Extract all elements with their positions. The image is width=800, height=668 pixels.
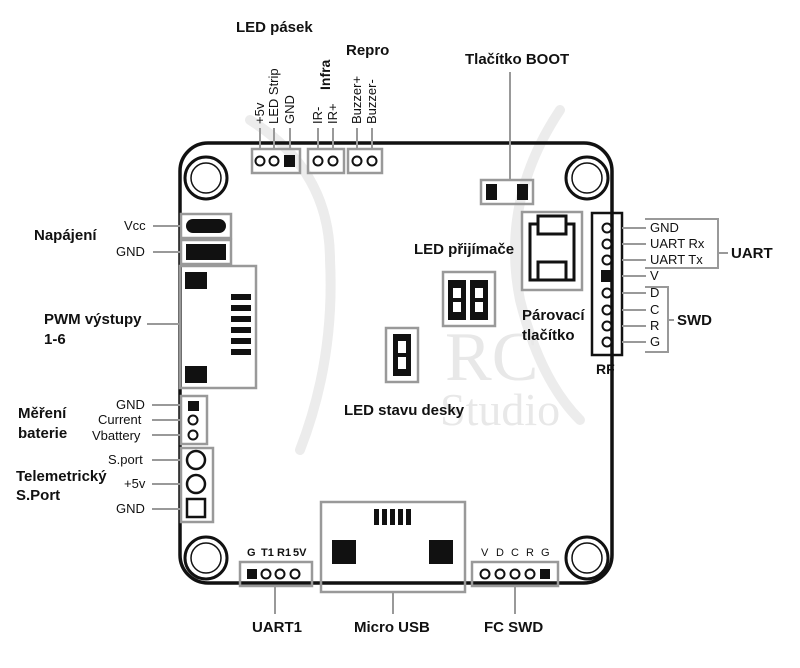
group-pairing-line1: Párovací — [522, 307, 585, 324]
battery-header: GND Current Vbattery Měření baterie — [18, 394, 209, 446]
pin-label-vcc: Vcc — [124, 218, 146, 233]
group-power: Napájení — [34, 227, 97, 244]
group-infra: Infra — [317, 59, 333, 90]
pin-label-gnd-top: GND — [282, 95, 297, 124]
group-pwm-line1: PWM výstupy — [44, 311, 142, 328]
pairing-button: Párovací tlačítko — [520, 210, 585, 344]
pin-label-buzzer-plus: Buzzer+ — [349, 76, 364, 124]
micro-usb: Micro USB — [319, 500, 467, 636]
group-battery-line2: baterie — [18, 425, 67, 442]
mounting-hole-bottom-right — [564, 535, 610, 581]
mounting-hole-top-left — [183, 155, 229, 201]
watermark-text: Studio — [440, 384, 560, 435]
sport-pads: S.port +5v GND Telemetrický S.Port — [16, 446, 215, 524]
pin-label-current: Current — [98, 412, 142, 427]
group-led-status: LED stavu desky — [344, 402, 465, 419]
pin-label-ir-minus: IR- — [310, 107, 325, 124]
power-pads: Vcc GND Napájení — [34, 212, 233, 266]
group-micro-usb: Micro USB — [354, 619, 430, 636]
pin-label-gnd-sport: GND — [116, 501, 145, 516]
uart1-header: G T1 R1 5V UART1 — [238, 547, 314, 636]
group-telemetry-line2: S.Port — [16, 487, 60, 504]
pin-label-rf-gnd: GND — [650, 220, 679, 235]
mounting-hole-bottom-left — [183, 535, 229, 581]
pin-label-fc-r: R — [526, 547, 534, 559]
pin-label-fc-v: V — [481, 547, 489, 559]
group-uart: UART — [731, 245, 773, 262]
pin-label-rf-d: D — [650, 285, 659, 300]
pin-label-ir-plus: IR+ — [325, 103, 340, 124]
group-led-strip: LED pásek — [236, 19, 313, 36]
pin-label-fc-g: G — [541, 547, 550, 559]
group-led-receiver: LED přijímače — [414, 241, 514, 258]
pin-label-uart1-5v: 5V — [293, 547, 307, 559]
group-pairing-line2: tlačítko — [522, 327, 575, 344]
group-swd: SWD — [677, 312, 712, 329]
pin-label-uart1-t1: T1 — [261, 547, 274, 559]
pin-label-rf-v: V — [650, 268, 659, 283]
top-header-ir: IR- IR+ Infra — [306, 59, 346, 175]
led-status: LED stavu desky — [344, 326, 465, 419]
pin-label-5v-sport: +5v — [124, 476, 146, 491]
pin-label-fc-d: D — [496, 547, 504, 559]
group-battery-line1: Měření — [18, 405, 67, 422]
group-boot: Tlačítko BOOT — [465, 51, 569, 68]
pin-label-buzzer-minus: Buzzer- — [364, 79, 379, 124]
pin-label-rf-r: R — [650, 318, 659, 333]
mounting-hole-top-right — [564, 155, 610, 201]
pin-label-rf-g: G — [650, 334, 660, 349]
group-uart1: UART1 — [252, 619, 302, 636]
pin-label-rf-uart-rx: UART Rx — [650, 236, 705, 251]
group-repro: Repro — [346, 42, 389, 59]
top-header-buzzer: Buzzer+ Buzzer- Repro — [346, 42, 389, 175]
pin-label-uart1-r1: R1 — [277, 547, 291, 559]
mounting-holes — [183, 155, 610, 581]
watermark-mark: RC — [445, 319, 538, 396]
group-fc-swd: FC SWD — [484, 619, 543, 636]
pin-label-led-strip: LED Strip — [266, 68, 281, 124]
led-receiver: LED přijímače — [414, 241, 514, 328]
pwm-connector: PWM výstupy 1-6 — [44, 264, 258, 390]
pin-label-uart1-g: G — [247, 547, 256, 559]
pin-label-gnd-battery: GND — [116, 397, 145, 412]
rf-header: GND UART Rx UART Tx V D C R G UART SWD R… — [590, 211, 773, 377]
pin-label-sport: S.port — [108, 452, 143, 467]
pin-label-vbattery: Vbattery — [92, 428, 141, 443]
pin-label-5v: +5v — [252, 102, 267, 124]
pin-label-rf-c: C — [650, 302, 659, 317]
boot-button: Tlačítko BOOT — [465, 51, 569, 206]
pin-label-rf-uart-tx: UART Tx — [650, 252, 703, 267]
group-rf: RF — [596, 361, 615, 377]
watermark: RC Studio — [245, 105, 585, 455]
top-header-led: +5v LED Strip GND LED pásek — [236, 19, 313, 175]
group-pwm-line2: 1-6 — [44, 331, 66, 348]
pin-label-fc-c: C — [511, 547, 519, 559]
fc-swd-header: V D C R G FC SWD — [470, 547, 560, 636]
group-telemetry-line1: Telemetrický — [16, 468, 107, 485]
pin-label-gnd-power: GND — [116, 244, 145, 259]
